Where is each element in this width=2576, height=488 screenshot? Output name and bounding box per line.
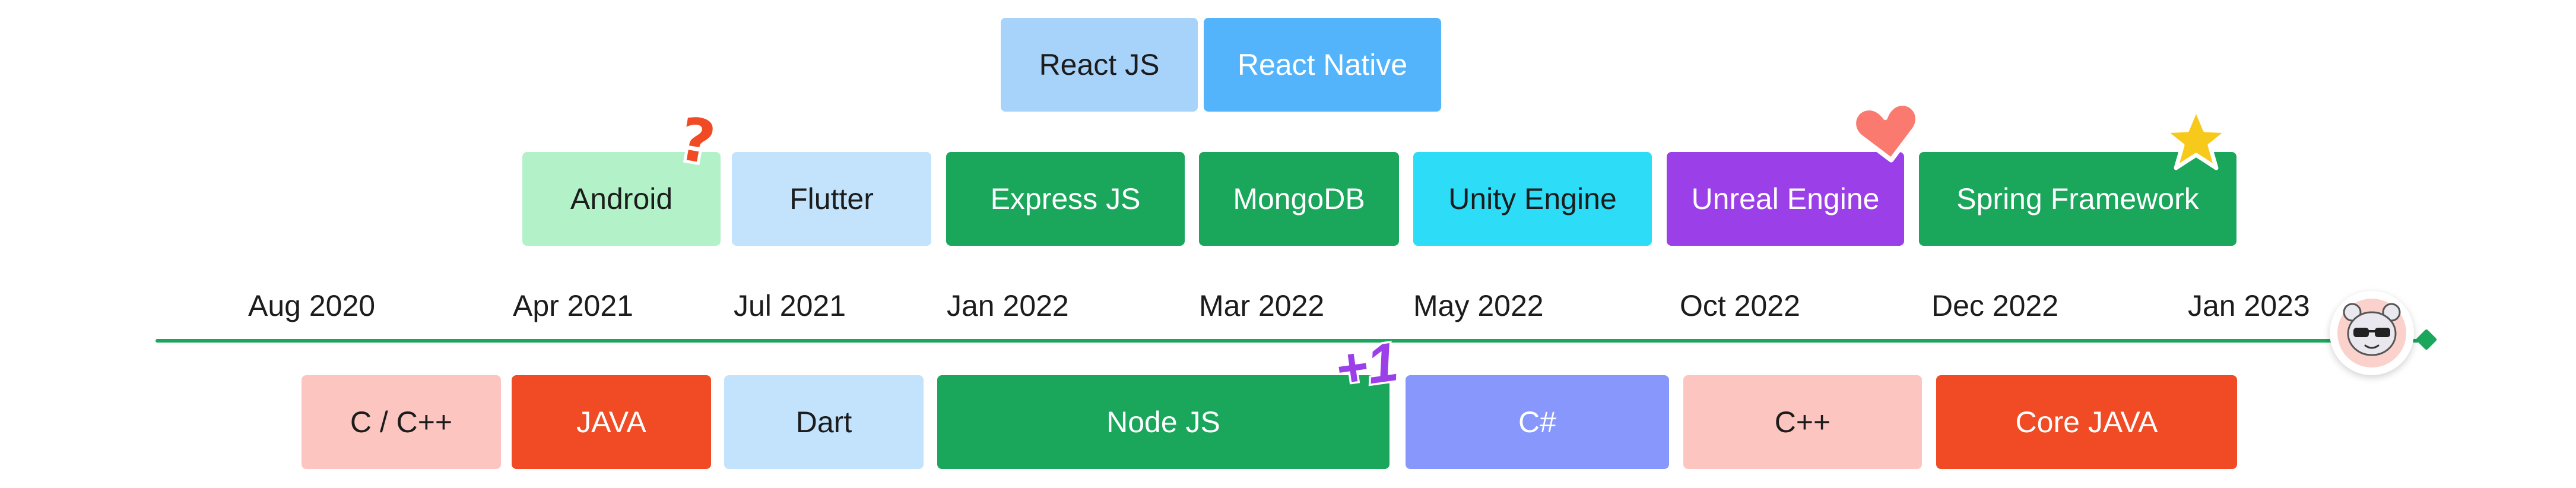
date-label: Dec 2022 (1931, 289, 2059, 322)
box-node-js: Node JS (937, 375, 1389, 469)
avatar-face-icon (2337, 299, 2406, 367)
box-mongodb: MongoDB (1199, 152, 1399, 246)
date-label: Oct 2022 (1680, 289, 1800, 322)
date-label: Apr 2021 (513, 289, 633, 322)
box-spring-framework: Spring Framework (1919, 152, 2236, 246)
date-label: Aug 2020 (248, 289, 376, 322)
box-unity-engine: Unity Engine (1413, 152, 1652, 246)
box-express-js: Express JS (946, 152, 1185, 246)
box-core-java: Core JAVA (1936, 375, 2237, 469)
heart-icon (1852, 101, 1920, 163)
date-label: Jul 2021 (734, 289, 846, 322)
star-icon (2162, 106, 2230, 170)
plus-one-badge: +1 (1330, 329, 1404, 403)
avatar (2330, 291, 2414, 375)
box-react-native: React Native (1204, 18, 1441, 112)
box-unreal-engine: Unreal Engine (1667, 152, 1904, 246)
box-cpp: C++ (1683, 375, 1922, 469)
timeline-axis (156, 339, 2429, 343)
date-label: Jan 2023 (2188, 289, 2310, 322)
box-android: Android (522, 152, 721, 246)
box-c-cpp: C / C++ (302, 375, 501, 469)
svg-text:?: ? (674, 107, 720, 172)
question-mark-icon: ? (671, 107, 723, 172)
box-react-js: React JS (1001, 18, 1198, 112)
diamond-end-icon (2415, 328, 2438, 351)
date-label: May 2022 (1413, 289, 1544, 322)
date-label: Jan 2022 (947, 289, 1069, 322)
box-flutter: Flutter (732, 152, 931, 246)
box-java: JAVA (512, 375, 711, 469)
box-dart: Dart (724, 375, 924, 469)
box-csharp: C# (1406, 375, 1669, 469)
date-label: Mar 2022 (1199, 289, 1325, 322)
